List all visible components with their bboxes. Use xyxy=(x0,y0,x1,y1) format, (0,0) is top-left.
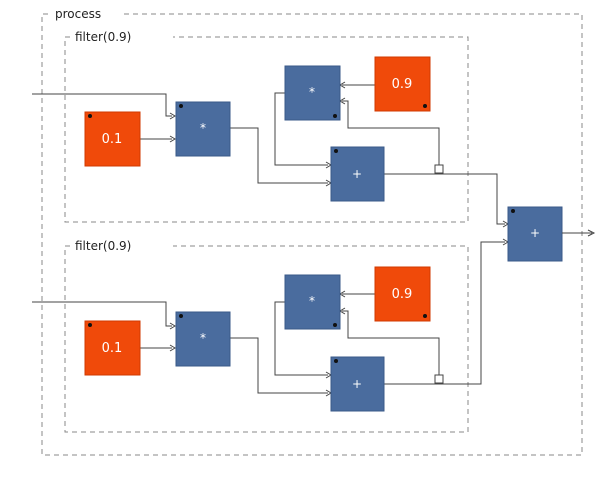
add-block-2[interactable] xyxy=(330,356,385,412)
filter-label-1: filter(0.9) xyxy=(75,30,131,44)
multiply-input-label-1: * xyxy=(200,121,206,135)
add-label-2: + xyxy=(352,377,362,391)
const-0.1-block-1 xyxy=(84,111,141,167)
filter-group-2: filter(0.9) 0.1 * * xyxy=(32,238,509,433)
output-add-label: + xyxy=(530,226,540,240)
output-adder: + xyxy=(507,206,596,262)
add-block-1[interactable] xyxy=(330,146,385,202)
filter-label-2: filter(0.9) xyxy=(75,239,131,253)
const-0.9-label-1: 0.9 xyxy=(392,77,413,92)
const-0.1-label-1: 0.1 xyxy=(102,132,123,147)
multiply-feedback-block-2[interactable] xyxy=(284,274,341,330)
multiply-input-block-2[interactable] xyxy=(175,311,231,367)
filter-frame-1 xyxy=(64,36,469,223)
output-add-block[interactable] xyxy=(507,206,563,262)
delay-marker-1 xyxy=(434,164,444,174)
output-arrow xyxy=(587,229,596,237)
const-0.9-label-2: 0.9 xyxy=(392,287,413,302)
filter-group-1: filter(0.9) 0.1 * * xyxy=(32,30,509,228)
multiply-input-label-2: * xyxy=(200,331,206,345)
process-group: process xyxy=(41,7,583,456)
process-frame xyxy=(41,13,583,456)
const-0.1-block-2 xyxy=(84,320,141,376)
add-label-1: + xyxy=(352,167,362,181)
const-0.9-block-1 xyxy=(374,56,431,112)
filter-frame-2 xyxy=(64,245,469,433)
multiply-feedback-block-1[interactable] xyxy=(284,65,341,121)
multiply-input-block-1[interactable] xyxy=(175,101,231,157)
const-0.1-label-2: 0.1 xyxy=(102,341,123,356)
const-0.9-block-2 xyxy=(374,266,431,322)
delay-marker-2 xyxy=(434,374,444,384)
multiply-feedback-label-1: * xyxy=(309,85,315,99)
multiply-feedback-label-2: * xyxy=(309,294,315,308)
process-label: process xyxy=(55,7,101,21)
